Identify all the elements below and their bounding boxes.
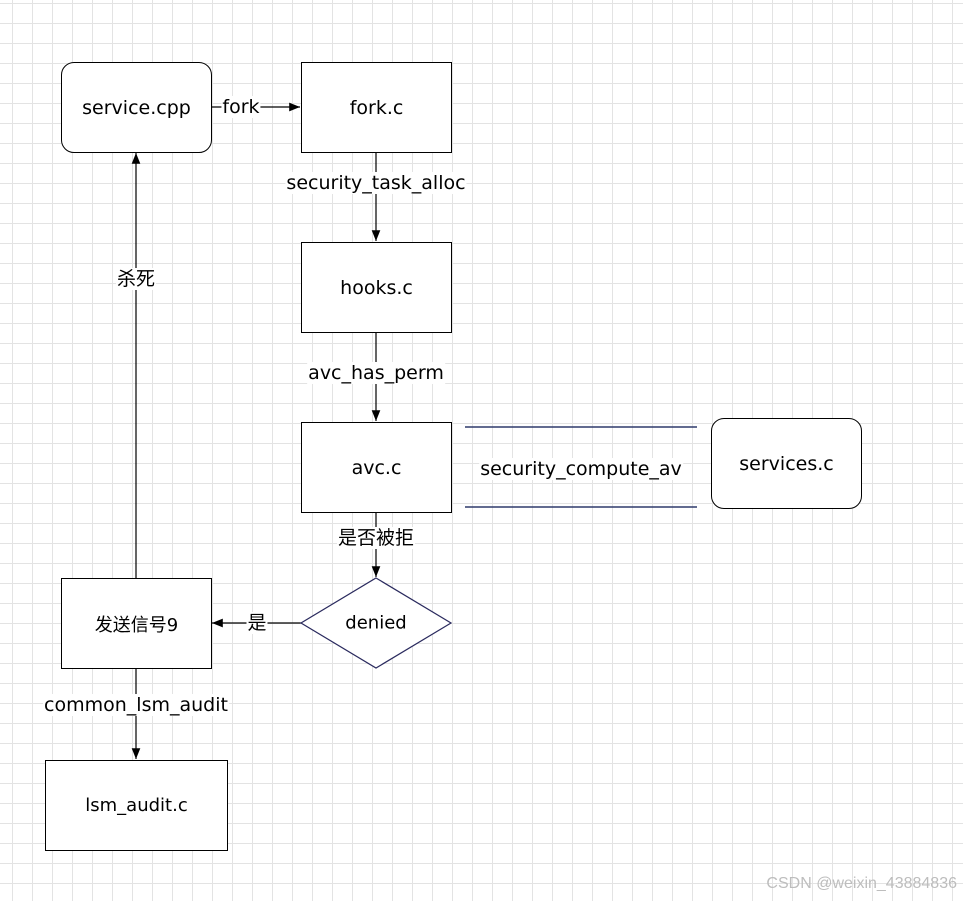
node-fork-c-label: fork.c: [349, 96, 404, 119]
node-hooks-c-label: hooks.c: [340, 276, 413, 299]
node-avc-c: avc.c: [301, 422, 452, 513]
label-yes: 是: [246, 612, 268, 634]
node-lsm-audit-c-label: lsm_audit.c: [85, 795, 188, 816]
label-security-compute-av: security_compute_av: [479, 458, 683, 480]
node-hooks-c: hooks.c: [301, 242, 452, 333]
node-service-cpp: service.cpp: [61, 62, 212, 153]
node-send-signal-label: 发送信号9: [94, 614, 179, 636]
node-fork-c: fork.c: [301, 62, 452, 153]
label-common-lsm-audit: common_lsm_audit: [43, 694, 229, 716]
label-is-denied: 是否被拒: [336, 527, 416, 549]
node-lsm-audit-c: lsm_audit.c: [45, 760, 228, 851]
node-services-c-label: services.c: [739, 452, 834, 475]
csdn-watermark: CSDN @weixin_43884836: [766, 875, 957, 892]
label-fork: fork: [221, 96, 261, 118]
node-send-signal: 发送信号9: [61, 578, 212, 669]
label-kill: 杀死: [115, 268, 157, 290]
node-service-cpp-label: service.cpp: [82, 96, 191, 119]
node-services-c: services.c: [711, 418, 862, 509]
node-avc-c-label: avc.c: [351, 456, 402, 479]
denied-diamond: [299, 577, 453, 669]
label-security-task-alloc: security_task_alloc: [285, 172, 467, 194]
label-avc-has-perm: avc_has_perm: [307, 362, 445, 384]
node-denied-label: denied: [345, 612, 407, 634]
